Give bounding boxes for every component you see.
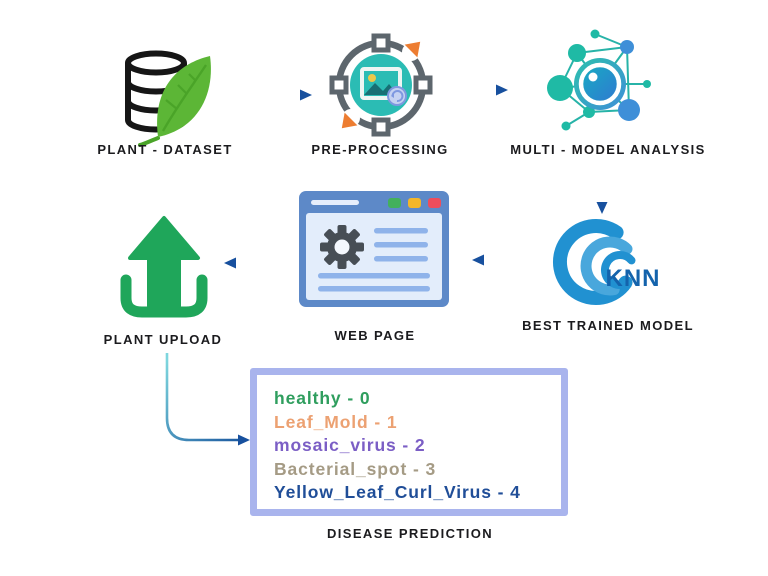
arrow-preprocessing-to-multimodel xyxy=(436,80,512,100)
arrow-upload-to-prediction xyxy=(150,350,260,455)
gear-icon xyxy=(320,225,364,269)
plant-upload-label: PLANT UPLOAD xyxy=(103,332,223,347)
disease-prediction-label: DISEASE PREDICTION xyxy=(326,526,494,541)
arrow-dataset-to-preprocessing xyxy=(238,85,316,105)
knn-logo-icon: KNN xyxy=(550,212,668,314)
arrow-multimodel-to-knn xyxy=(592,158,612,216)
arrow-webpage-to-upload xyxy=(220,253,292,273)
disease-class-item: mosaic_virus - 2 xyxy=(274,435,426,455)
upload-arrow-icon xyxy=(112,212,216,327)
network-analysis-icon xyxy=(543,26,665,138)
arrow-knn-to-webpage xyxy=(468,250,544,270)
disease-prediction-box: healthy - 0 Leaf_Mold - 1 mosaic_virus - 2… xyxy=(250,368,568,516)
knn-logo-text: KNN xyxy=(606,265,661,292)
browser-green-button xyxy=(388,198,401,208)
disease-class-item: healthy - 0 xyxy=(274,388,371,408)
browser-yellow-button xyxy=(408,198,421,208)
browser-red-button xyxy=(428,198,441,208)
web-page-label: WEB PAGE xyxy=(334,328,416,343)
plant-dataset-label: PLANT - DATASET xyxy=(97,142,233,157)
multi-model-analysis-label: MULTI - MODEL ANALYSIS xyxy=(510,142,706,157)
database-leaf-icon xyxy=(118,48,223,148)
disease-class-item: Yellow_Leaf_Curl_Virus - 4 xyxy=(274,482,521,502)
browser-window-gear-icon xyxy=(298,190,450,308)
image-processing-cycle-icon xyxy=(328,32,434,138)
pre-processing-label: PRE-PROCESSING xyxy=(311,142,449,157)
best-trained-model-label: BEST TRAINED MODEL xyxy=(522,318,694,333)
disease-class-list: healthy - 0 Leaf_Mold - 1 mosaic_virus - 2… xyxy=(257,375,561,505)
disease-class-item: Bacterial_spot - 3 xyxy=(274,458,437,479)
disease-class-item: Leaf_Mold - 1 xyxy=(274,411,398,432)
